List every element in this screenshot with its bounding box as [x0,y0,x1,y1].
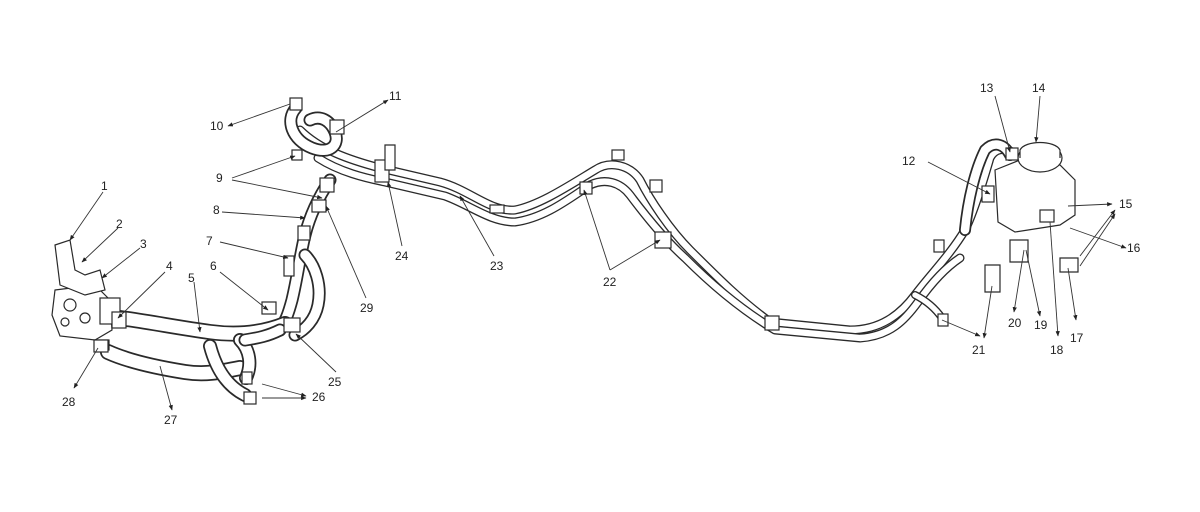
coolant-reservoir [984,141,1079,293]
callout-19: 19 [1034,318,1048,332]
callout-18: 18 [1050,343,1064,357]
callout-14: 14 [1032,81,1046,95]
callout-8: 8 [213,203,220,217]
callout-7: 7 [206,234,213,248]
hose-assembly [100,101,1017,402]
callout-29: 29 [360,301,374,315]
callout-1: 1 [101,179,108,193]
callout-16: 16 [1127,241,1141,255]
clamps [93,97,1019,405]
callout-6: 6 [210,259,217,273]
callout-labels: 1 2 3 4 5 6 7 8 9 10 11 12 13 14 15 16 1… [62,81,1141,427]
callout-13: 13 [980,81,994,95]
callout-4: 4 [166,259,173,273]
callout-10: 10 [210,119,224,133]
callout-3: 3 [140,237,147,251]
callout-9: 9 [216,171,223,185]
callout-27: 27 [164,413,178,427]
callout-12: 12 [902,154,916,168]
callout-11: 11 [389,89,402,103]
callout-22: 22 [603,275,617,289]
callout-5: 5 [188,271,195,285]
callout-15: 15 [1119,197,1133,211]
leader-lines [69,95,1127,411]
callout-21: 21 [972,343,986,357]
callout-25: 25 [328,375,342,389]
water-pump [51,239,121,351]
callout-26: 26 [312,390,326,404]
callout-28: 28 [62,395,76,409]
callout-20: 20 [1008,316,1022,330]
callout-2: 2 [116,217,123,231]
callout-23: 23 [490,259,504,273]
callout-24: 24 [395,249,409,263]
callout-17: 17 [1070,331,1084,345]
